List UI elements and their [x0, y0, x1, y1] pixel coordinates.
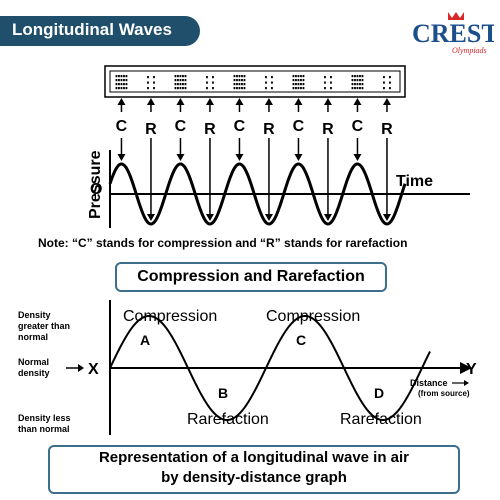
title-banner: [0, 16, 200, 46]
crest-logo: CREST Olympiads: [412, 12, 494, 55]
pointer-down-arrow: [294, 138, 303, 161]
compression-label-1: Compression: [123, 308, 217, 325]
rarefaction-marker: R: [204, 121, 216, 138]
distance-arrow: [452, 380, 469, 386]
pointer-up-arrow: [264, 98, 273, 112]
pointer-up-arrow: [294, 98, 303, 112]
pointer-up-arrow: [382, 98, 391, 112]
compression-marker: C: [293, 118, 305, 135]
pointer-up-arrow: [235, 98, 244, 112]
rarefaction-cluster: [324, 76, 332, 90]
pointer-down-arrow: [176, 138, 185, 161]
density-high-label: Density greater than normal: [18, 310, 73, 342]
pointer-down-arrow: [323, 138, 332, 221]
axis-y-label: Y: [466, 361, 477, 378]
caption-line-2: by density-distance graph: [161, 469, 347, 486]
density-wave: [109, 315, 431, 421]
compression-cluster: [292, 75, 305, 90]
rarefaction-cluster: [147, 76, 155, 90]
medium-bar: [104, 65, 406, 98]
rarefaction-label-2: Rarefaction: [340, 411, 422, 428]
point-c: C: [296, 332, 306, 348]
compression-marker: C: [116, 118, 128, 135]
normal-density-arrow: [66, 364, 84, 372]
origin-label: O: [90, 181, 102, 198]
density-normal-label: Normal density: [18, 357, 52, 378]
axis-x-label: X: [88, 361, 99, 378]
time-label: Time: [396, 173, 433, 190]
pointer-up-arrow: [323, 98, 332, 112]
rarefaction-marker: R: [322, 121, 334, 138]
distance-sub-label: (from source): [418, 389, 470, 398]
compression-marker: C: [234, 118, 246, 135]
point-a: A: [140, 332, 150, 348]
caption-compression-rarefaction: Compression and Rarefaction: [115, 262, 387, 292]
logo-text: CREST: [412, 19, 494, 48]
compression-marker: C: [352, 118, 364, 135]
pointer-down-arrow: [205, 138, 214, 221]
rarefaction-marker: R: [145, 121, 157, 138]
compression-cluster: [174, 75, 187, 90]
note-text: Note: “C” stands for compression and “R”…: [38, 236, 408, 250]
rarefaction-cluster: [206, 76, 214, 90]
point-b: B: [218, 385, 228, 401]
distance-label: Distance: [410, 378, 448, 388]
pointer-down-arrow: [146, 138, 155, 221]
logo-subtext: Olympiads: [452, 46, 487, 55]
page-title: Longitudinal Waves: [12, 20, 172, 39]
pressure-axes: [109, 150, 470, 228]
compression-marker: C: [175, 118, 187, 135]
pointer-up-arrow: [353, 98, 362, 112]
pointer-down-arrow: [264, 138, 273, 221]
rarefaction-label-1: Rarefaction: [187, 411, 269, 428]
caption-line-1: Representation of a longitudinal wave in…: [98, 449, 410, 466]
density-low-label: Density less than normal: [18, 413, 73, 434]
compression-label-2: Compression: [266, 308, 360, 325]
point-d: D: [374, 385, 384, 401]
pointer-up-arrow: [146, 98, 155, 112]
caption-representation: Representation of a longitudinal wave in…: [48, 445, 460, 494]
compression-cluster: [351, 75, 364, 90]
logo-crown-icon: [448, 12, 464, 20]
rarefaction-marker: R: [263, 121, 275, 138]
rarefaction-cluster: [383, 76, 391, 90]
compression-cluster: [233, 75, 246, 90]
rarefaction-marker: R: [381, 121, 393, 138]
pointer-down-arrow: [353, 138, 362, 161]
pointer-down-arrow: [382, 138, 391, 221]
pressure-label: Pressure: [87, 150, 104, 219]
pointer-down-arrow: [235, 138, 244, 161]
pointer-up-arrow: [176, 98, 185, 112]
pressure-wave: [108, 162, 407, 226]
pointer-up-arrow: [205, 98, 214, 112]
rarefaction-cluster: [265, 76, 273, 90]
pointer-down-arrow: [117, 138, 126, 161]
compression-cluster: [115, 75, 128, 90]
pointer-up-arrow: [117, 98, 126, 112]
